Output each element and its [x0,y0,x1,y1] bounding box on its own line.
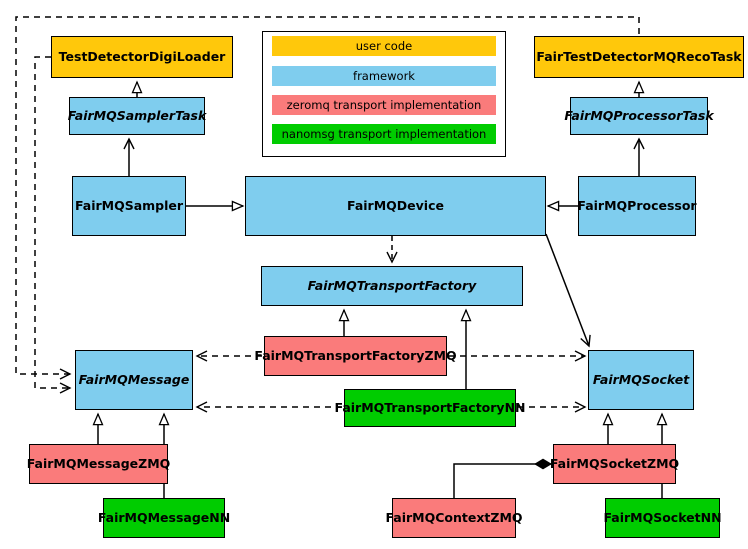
class-node-test-detector-digi-loader[interactable]: TestDetectorDigiLoader [51,36,233,78]
class-label: FairMQMessageZMQ [26,456,171,472]
class-label: FairMQTransportFactoryNN [334,400,526,416]
class-label: FairMQProcessor [577,198,697,214]
class-node-fairtestdetector-mqreco-task[interactable]: FairTestDetectorMQRecoTask [534,36,744,78]
class-node-fairmq-message[interactable]: FairMQMessage [75,350,193,410]
class-node-fairmq-socket-nn[interactable]: FairMQSocketNN [603,498,722,538]
class-label: FairMQTransportFactory [307,278,477,294]
legend-label: zeromq transport implementation [286,98,482,112]
class-label: FairMQSocket [592,372,690,388]
class-node-fairmq-transport-factory[interactable]: FairMQTransportFactory [261,266,523,306]
legend-label: nanomsg transport implementation [281,127,487,141]
legend-item-zeromq: zeromq transport implementation [272,95,496,115]
legend-item-user-code: user code [272,36,496,56]
class-node-fairmq-transport-factory-nn[interactable]: FairMQTransportFactoryNN [335,389,526,427]
edge-recotask-message [15,16,640,374]
edge-device-socket [545,233,589,346]
edge-digiloader-message [34,56,70,388]
legend-item-framework: framework [272,66,496,86]
class-node-fairmq-socket-zmq[interactable]: FairMQSocketZMQ [550,444,679,484]
class-node-fairmq-device[interactable]: FairMQDevice [245,176,546,236]
class-label: FairMQProcessorTask [564,108,714,124]
class-label: FairMQMessageNN [97,510,231,526]
class-node-fairmq-context-zmq[interactable]: FairMQContextZMQ [385,498,523,538]
legend-label: framework [353,69,415,83]
class-label: FairMQSamplerTask [67,108,207,124]
class-node-fairmq-sampler[interactable]: FairMQSampler [72,176,186,236]
class-node-fairmq-socket[interactable]: FairMQSocket [588,350,694,410]
class-label: FairTestDetectorMQRecoTask [536,49,742,65]
class-label: FairMQMessage [78,372,190,388]
class-label: FairMQTransportFactoryZMQ [254,348,457,364]
edge-contextzmq-socketzmq [453,458,552,498]
class-label: FairMQDevice [347,198,444,214]
legend-item-nanomsg: nanomsg transport implementation [272,124,496,144]
class-node-fairmq-processor[interactable]: FairMQProcessor [577,176,697,236]
legend-label: user code [355,39,413,53]
class-node-fairmq-message-nn[interactable]: FairMQMessageNN [98,498,230,538]
class-node-fairmq-sampler-task[interactable]: FairMQSamplerTask [68,97,206,135]
class-label: FairMQSocketNN [603,510,722,526]
class-node-fairmq-transport-factory-zmq[interactable]: FairMQTransportFactoryZMQ [254,336,457,376]
class-label: FairMQContextZMQ [385,510,523,526]
class-node-fairmq-message-zmq[interactable]: FairMQMessageZMQ [27,444,170,484]
class-label: FairMQSampler [74,198,184,214]
class-node-fairmq-processor-task[interactable]: FairMQProcessorTask [564,97,714,135]
class-label: TestDetectorDigiLoader [58,49,226,65]
class-label: FairMQSocketZMQ [549,456,680,472]
